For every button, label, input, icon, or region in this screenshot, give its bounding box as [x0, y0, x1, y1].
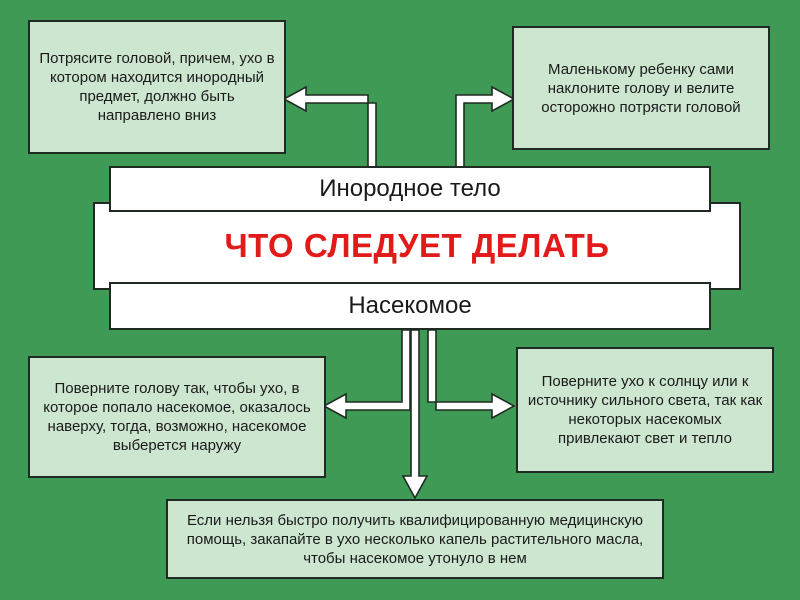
box-turn-to-light-text: Поверните ухо к солнцу или к источнику с…	[527, 373, 763, 447]
box-small-child: Маленькому ребенку сами наклоните голову…	[512, 26, 770, 150]
insect-label: Насекомое	[348, 292, 472, 319]
foreign-body-bar: Инородное тело	[109, 166, 711, 212]
box-turn-head: Поверните голову так, чтобы ухо, в котор…	[28, 356, 326, 478]
box-small-child-text: Маленькому ребенку сами наклоните голову…	[541, 60, 741, 116]
box-turn-to-light: Поверните ухо к солнцу или к источнику с…	[516, 347, 774, 473]
box-oil-drops-text: Если нельзя быстро получить квалифициров…	[186, 511, 644, 567]
main-title: ЧТО СЛЕДУЕТ ДЕЛАТЬ	[93, 218, 741, 274]
box-shake-head: Потрясите головой, причем, ухо в котором…	[28, 20, 286, 154]
arrow-to-shake-head	[282, 85, 377, 169]
foreign-body-label: Инородное тело	[319, 175, 501, 202]
box-oil-drops: Если нельзя быстро получить квалифициров…	[166, 499, 664, 579]
box-turn-head-text: Поверните голову так, чтобы ухо, в котор…	[43, 380, 311, 454]
insect-bar: Насекомое	[109, 282, 711, 330]
main-title-text: ЧТО СЛЕДУЕТ ДЕЛАТЬ	[224, 227, 610, 264]
arrow-to-small-child	[455, 85, 516, 169]
arrow-to-turn-head	[322, 329, 411, 420]
arrow-to-turn-to-light	[427, 329, 516, 420]
box-shake-head-text: Потрясите головой, причем, ухо в котором…	[39, 50, 275, 124]
arrow-to-oil-drops	[401, 329, 429, 500]
